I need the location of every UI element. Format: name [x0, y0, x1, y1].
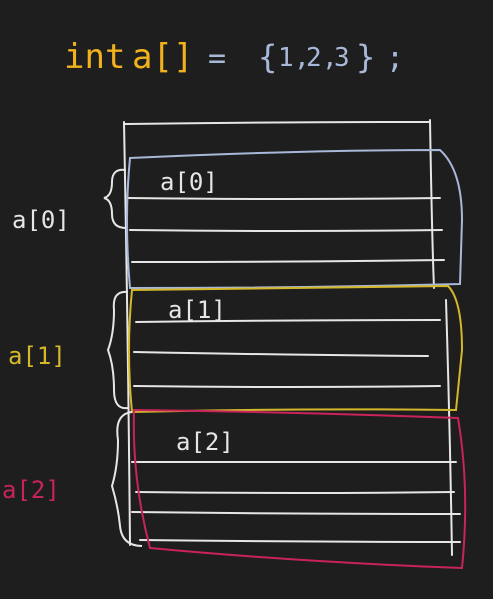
memory-left-border	[123, 121, 131, 546]
svg-text:,: ,	[294, 43, 310, 73]
value-1: 1	[278, 43, 294, 73]
memory-column	[123, 119, 461, 556]
block-a1-outline	[128, 284, 464, 414]
decl-equals: =	[208, 41, 226, 76]
block-a2-outline	[132, 408, 467, 570]
block-a1-side-label: a[1]	[8, 342, 66, 370]
block-a2-inner-label: a[2]	[176, 428, 234, 456]
memory-right-border-bottom	[445, 299, 453, 556]
block-a0-side-label: a[0]	[12, 206, 70, 234]
block-a0-inner-label: a[0]	[160, 168, 218, 196]
block-a0-outline	[126, 148, 464, 290]
block-a1-brace	[106, 290, 129, 410]
values-close-brace: }	[356, 38, 375, 76]
block-a2-brace	[110, 411, 143, 547]
array-declaration: int a[] = { 1 , 2 , 3 } ;	[64, 37, 404, 77]
block-a2-side-label: a[2]	[2, 476, 60, 504]
decl-type: int	[64, 37, 125, 77]
value-2: 2	[306, 43, 322, 73]
terminator: ;	[386, 41, 404, 76]
block-a2: a[2] a[2]	[2, 408, 467, 570]
value-3: 3	[334, 43, 350, 73]
memory-right-border-top	[429, 119, 435, 289]
block-a1-inner-label: a[1]	[168, 296, 226, 324]
block-a0: a[0] a[0]	[12, 148, 464, 290]
svg-text:,: ,	[322, 43, 338, 73]
decl-name: a[]	[132, 37, 193, 77]
block-a1: a[1] a[1]	[8, 284, 464, 414]
block-a0-brace	[103, 168, 127, 229]
values-open-brace: {	[258, 38, 277, 76]
